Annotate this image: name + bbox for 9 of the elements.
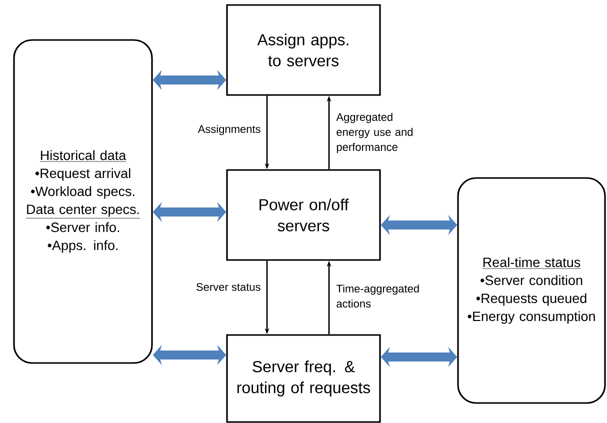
edge-label: Aggregated energy use and performance bbox=[336, 112, 413, 154]
data-panel: Real-time status •Server condition •Requests queued •Energy consumption bbox=[457, 177, 606, 404]
edge-label: Time-aggregated actions bbox=[336, 284, 419, 308]
data-panel: Historical data •Request arrival •Workload specs. Data center specs. •Server info. •Apps. info. bbox=[13, 39, 153, 364]
process-box: Server freq. & routing of requests bbox=[226, 334, 381, 423]
edge-label: Assignments bbox=[198, 124, 260, 136]
edge-label: Server status bbox=[196, 283, 260, 291]
process-box: Power on/off servers bbox=[226, 169, 381, 261]
process-box: Assign apps. to servers bbox=[226, 4, 381, 96]
